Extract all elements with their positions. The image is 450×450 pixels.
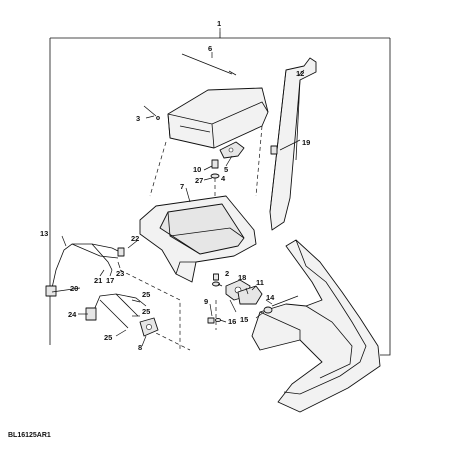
socket-part: [139, 317, 159, 337]
callout-6: 6: [208, 44, 212, 53]
bolt-part: [263, 295, 299, 314]
leader-lines: [51, 28, 305, 347]
callout-18: 18: [238, 273, 246, 282]
figure-code: BL16125AR1: [8, 432, 51, 439]
callout-22: 22: [131, 234, 139, 243]
connector-part: [237, 285, 263, 305]
callout-20: 20: [70, 284, 78, 293]
housing-part: [251, 239, 381, 413]
callout-1: 1: [217, 19, 221, 28]
callout-11: 11: [256, 278, 264, 287]
lid-cover-part: [167, 87, 269, 149]
callout-17: 17: [106, 276, 114, 285]
callout-27: 27: [195, 176, 203, 185]
callout-25-b: 25: [142, 307, 150, 316]
wire-harness-24-part: [85, 293, 147, 329]
callout-labels: 1 6 3 5 10 27 4 7 12 19 13 22 21 17 23 2…: [40, 19, 310, 352]
callout-10: 10: [193, 165, 201, 174]
callout-5: 5: [224, 165, 228, 174]
vertical-trim-part: [269, 57, 317, 231]
grommet-part: [212, 273, 220, 287]
callout-13: 13: [40, 229, 48, 238]
callout-16: 16: [228, 317, 236, 326]
clip-part: [207, 317, 221, 324]
callout-4: 4: [221, 174, 226, 183]
latch-part: [219, 141, 245, 159]
wire-harness-13-part: [45, 243, 125, 297]
rod-part: [181, 53, 237, 76]
assembly-bracket: [49, 32, 391, 356]
console-box-part: [139, 195, 257, 283]
callout-2: 2: [225, 269, 229, 278]
callout-12: 12: [296, 69, 304, 78]
callout-14: 14: [266, 293, 275, 302]
callout-15: 15: [240, 315, 248, 324]
callout-21: 21: [94, 276, 102, 285]
callout-25-c: 25: [104, 333, 112, 342]
callout-7: 7: [180, 182, 184, 191]
callout-3: 3: [136, 114, 140, 123]
callout-24: 24: [68, 310, 77, 319]
callout-23: 23: [116, 269, 124, 278]
callout-8: 8: [138, 343, 142, 352]
screw-part: [210, 159, 220, 179]
callout-9: 9: [204, 297, 208, 306]
callout-25-a: 25: [142, 290, 150, 299]
callout-19: 19: [302, 138, 310, 147]
pin-part: [143, 105, 160, 120]
